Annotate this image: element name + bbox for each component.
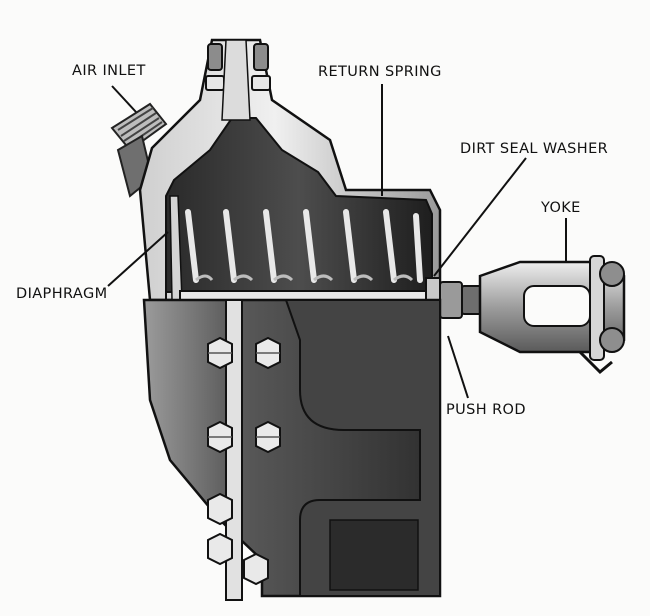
yoke xyxy=(478,255,626,375)
leader-lines xyxy=(107,84,567,399)
flange-bolts-top xyxy=(205,43,271,91)
air-inlet-fitting xyxy=(110,102,168,198)
label-air-inlet: AIR INLET xyxy=(72,63,146,79)
return-spring xyxy=(185,209,423,283)
label-dirt-seal-washer: DIRT SEAL WASHER xyxy=(460,141,609,157)
label-push-rod: PUSH ROD xyxy=(446,402,526,418)
label-diaphragm: DIAPHRAGM xyxy=(16,286,108,302)
housing-bolts xyxy=(207,336,281,586)
label-return-spring: RETURN SPRING xyxy=(318,64,442,80)
label-yoke: YOKE xyxy=(541,200,581,216)
